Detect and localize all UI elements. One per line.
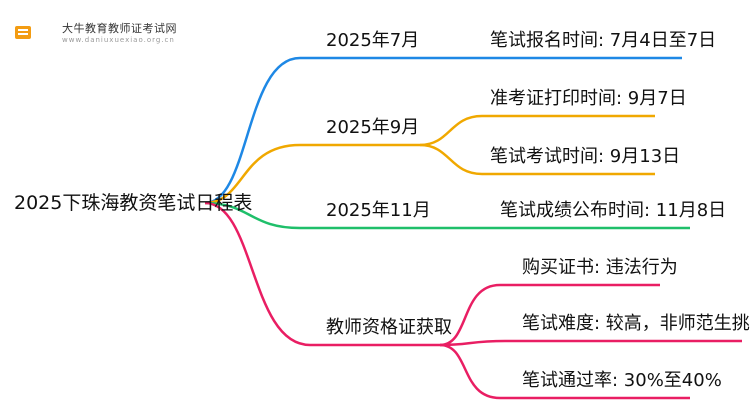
branch-4-item-2: 笔试难度: 较高，非师范生挑战大 <box>522 313 750 334</box>
connector-branch-3 <box>204 201 690 230</box>
connector-branch-4 <box>204 201 440 347</box>
connector-branch-2 <box>204 143 420 205</box>
book-logo-icon <box>15 26 31 39</box>
connector-branch-2-sub-1 <box>419 114 655 147</box>
mindmap-root: 2025下珠海教资笔试日程表 <box>14 192 253 214</box>
branch-2-item-1: 准考证打印时间: 9月7日 <box>490 88 687 109</box>
connector-branch-1 <box>204 56 682 205</box>
branch-4-label: 教师资格证获取 <box>326 317 452 338</box>
connector-branch-4-sub-2 <box>439 339 742 347</box>
branch-4-item-3: 笔试通过率: 30%至40% <box>522 370 722 391</box>
branch-1-label: 2025年7月 <box>326 30 420 51</box>
connector-branch-4-sub-1 <box>439 283 660 347</box>
branch-2-label: 2025年9月 <box>326 117 420 138</box>
branch-2-item-2: 笔试考试时间: 9月13日 <box>490 146 681 167</box>
branch-3-item-1: 笔试成绩公布时间: 11月8日 <box>500 200 727 221</box>
logo-url: www.daniuxuexiao.org.cn <box>62 36 175 44</box>
connector-branch-2-sub-2 <box>419 143 655 176</box>
branch-4-item-1: 购买证书: 违法行为 <box>522 257 678 278</box>
branch-1-item-1: 笔试报名时间: 7月4日至7日 <box>490 30 717 51</box>
logo-title: 大牛教育教师证考试网 <box>62 22 177 35</box>
connector-branch-4-sub-3 <box>439 343 690 400</box>
branch-3-label: 2025年11月 <box>326 200 431 221</box>
